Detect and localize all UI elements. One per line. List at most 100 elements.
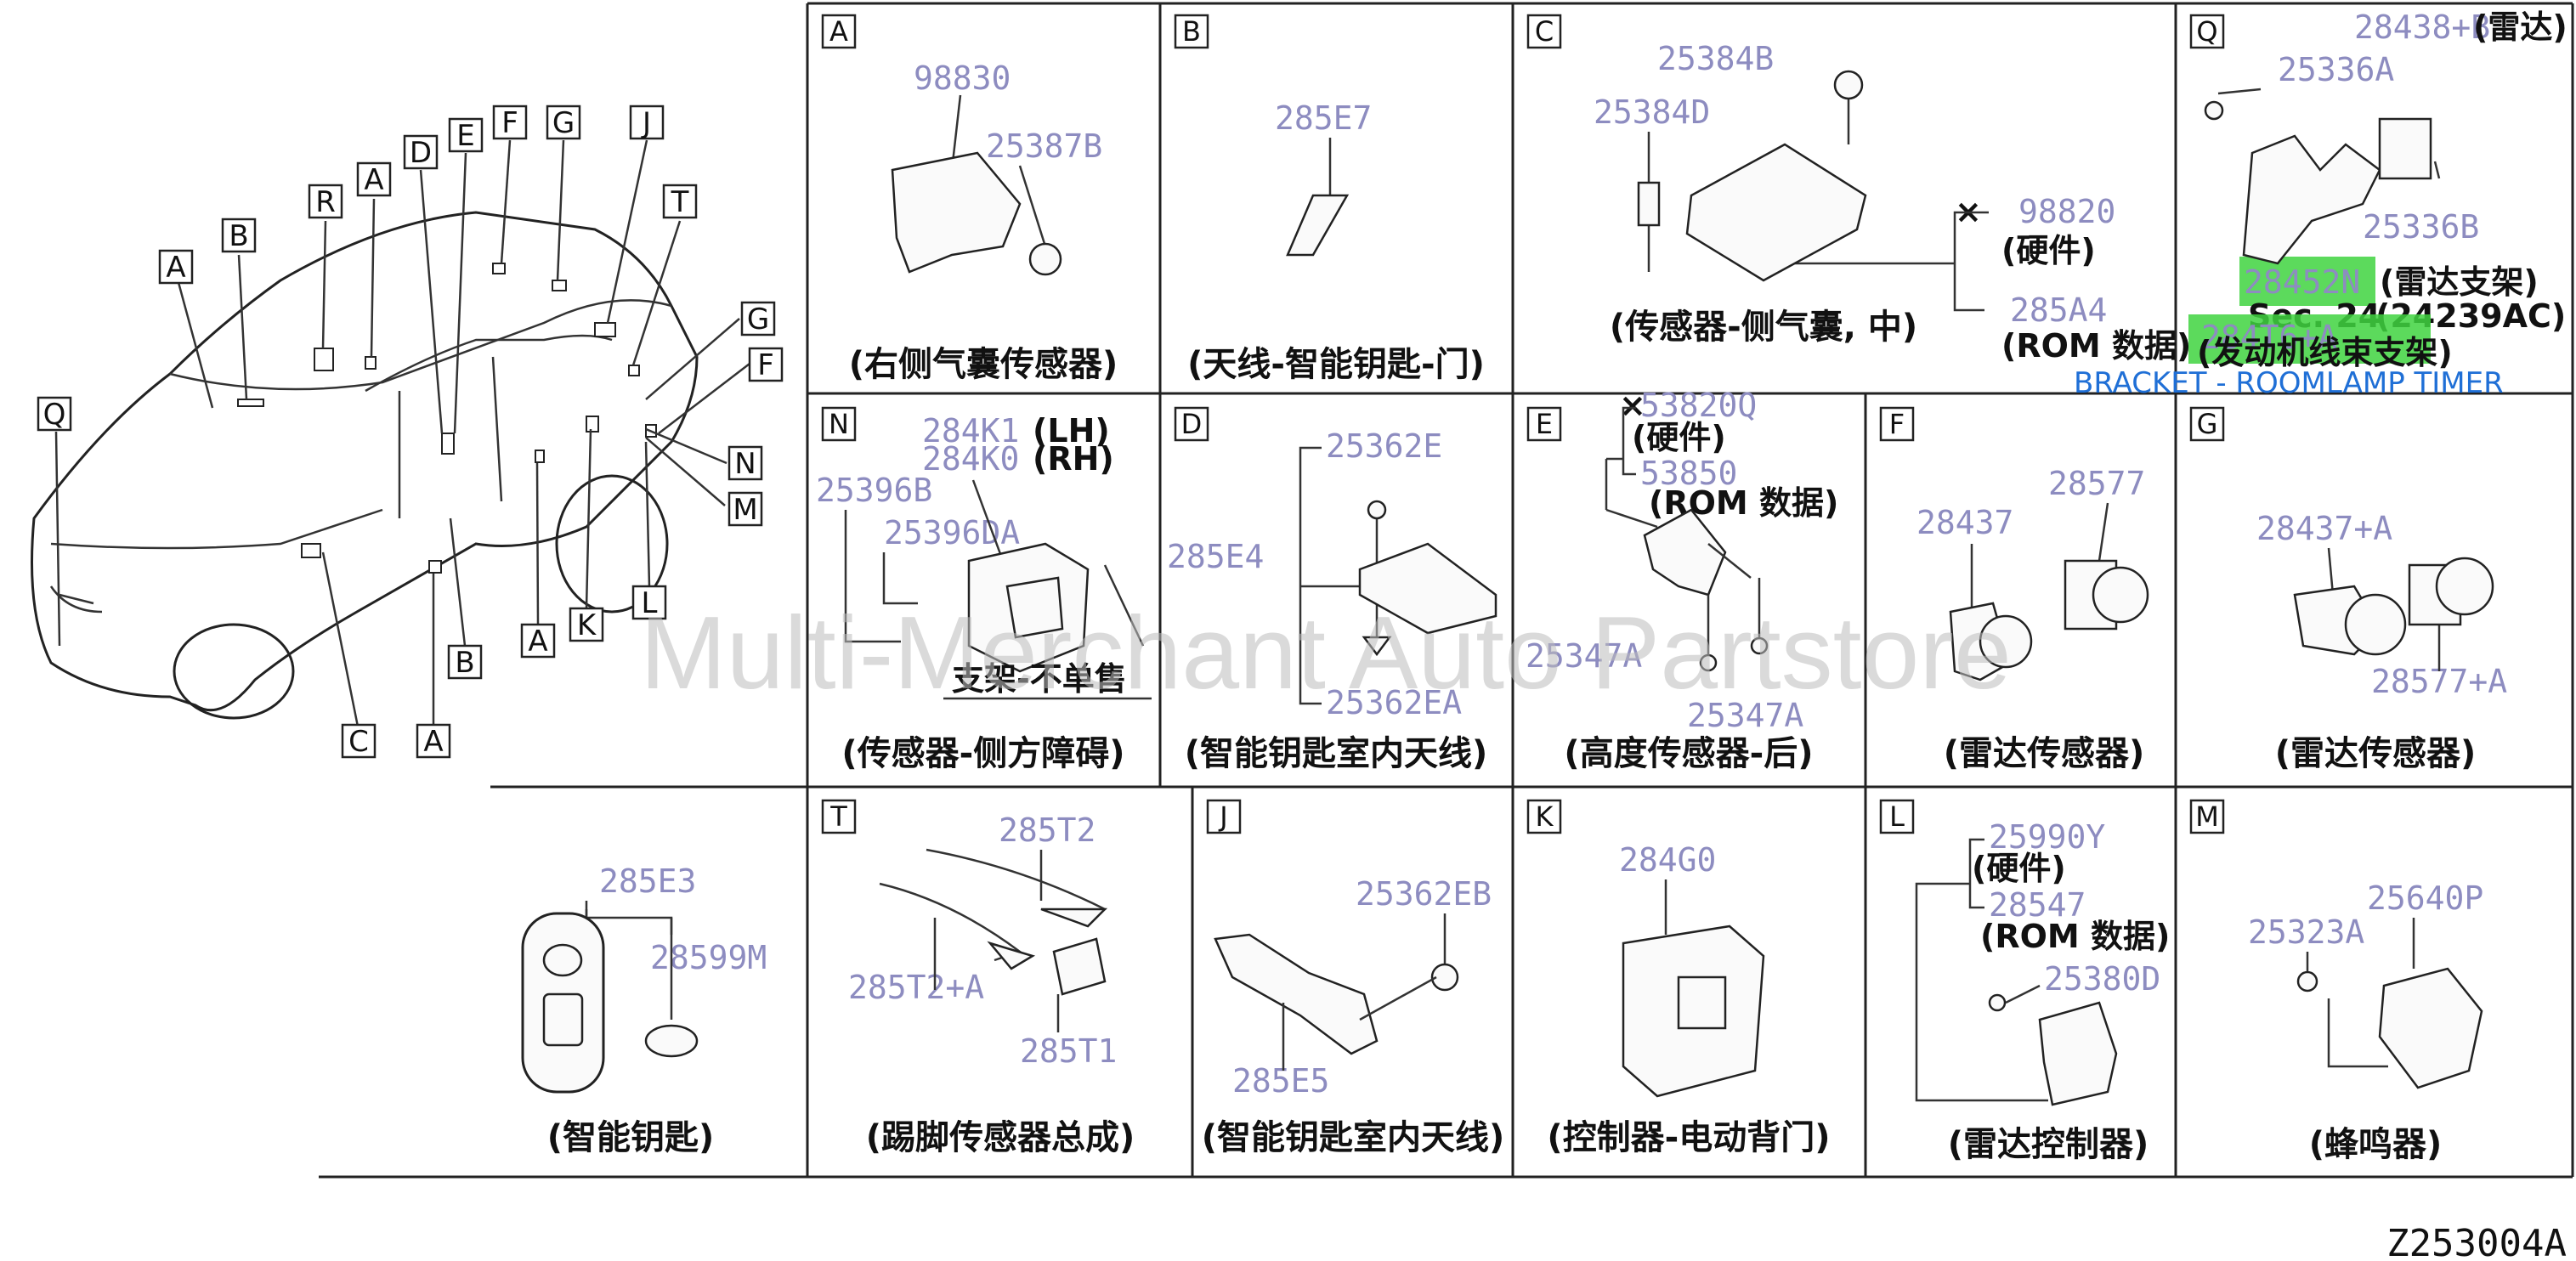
blue-bracket-roomlamp: BRACKET - ROOMLAMP TIMER [2074,366,2504,400]
part-28452n: 28452N [2244,263,2360,301]
part-25347a-1: 25347A [1526,637,1642,675]
cell-c-id: C [1535,15,1554,48]
part-285t2: 285T2 [999,811,1096,849]
cell-n: N 284K1 (LH) 284K0 (RH) 25396B 25396DA 支… [816,406,1152,773]
part-285e7: 285E7 [1275,99,1372,137]
cell-d-id: D [1181,408,1203,440]
car-label-a2: A [364,163,383,197]
part-28577: 28577 [2048,465,2145,502]
car-label-c: C [348,725,369,759]
rear-wheel [555,474,669,614]
car-part-markers [237,263,657,574]
part-25362ea: 25362EA [1326,684,1462,721]
part-25640p: 25640P [2367,879,2483,917]
buzzer-shape [2378,967,2483,1089]
height-sensor-shape [1643,508,1727,597]
highlight-284t6 [2188,314,2431,364]
part-25396da: 25396DA [884,514,1020,551]
part-284t6a: 284T6+A [2201,319,2337,356]
car-overview: A B R A D E F G J T G F N M [31,105,784,759]
part-25396b: 25396B [816,472,932,509]
cell-k-caption: (控制器-电动背门) [1547,1118,1830,1157]
car-label-e: E [456,119,474,153]
part-25323a: 25323A [2248,913,2364,951]
car-window-line [365,334,613,393]
part-25347a-2: 25347A [1687,697,1803,734]
note-q-radar: (雷达) [2473,8,2568,46]
kick-sensor-cable-lower [879,882,1022,962]
cell-smart-key: 285E3 28599M (智能钥匙) [521,862,767,1157]
cell-q: Q 28438+B (雷达) 25336A 25336B 28452N (雷达支… [2074,8,2568,400]
cell-q-id: Q [2196,15,2217,48]
cell-t-caption: (踢脚传感器总成) [866,1118,1135,1157]
cell-j-id: J [1218,800,1227,833]
kick-sensor-module-shape [1052,937,1107,996]
watermark: Multi-Merchant Auto Partstore [640,595,2012,710]
car-grille [49,585,103,614]
cell-m-id: M [2195,800,2219,833]
cell-a-caption: (右侧气囊传感器) [849,345,1118,384]
cell-a-id: A [829,15,848,48]
note-c-hardware: (硬件) [2001,232,2096,269]
note-l-rom: (ROM 数据) [1980,918,2170,955]
cell-t: T 285T2 285T2+A 285T1 (踢脚传感器总成) [821,799,1135,1157]
highlight-28452n [2239,257,2375,306]
note-n-lh: (LH) [1033,412,1110,450]
radar-controller-shape [2038,1001,2118,1106]
part-28437: 28437 [1916,504,2013,541]
car-label-k: K [577,608,597,642]
cell-l: L 25990Y (硬件) 28547 (ROM 数据) 25380D (雷达控… [1879,799,2170,1164]
note-e-hardware: (硬件) [1632,419,1726,456]
part-25990y: 25990Y [1989,818,2105,856]
part-284k1: 284K1 [922,412,1019,450]
part-285t2a: 285T2+A [848,969,984,1006]
part-25387b: 25387B [986,127,1102,165]
cell-j: J 25362EB 285E5 (智能钥匙室内天线) [1202,799,1504,1157]
note-l-hardware: (硬件) [1972,850,2066,887]
interior-antenna-shape [1358,542,1497,635]
part-25384d: 25384D [1594,93,1710,131]
part-285e5: 285E5 [1232,1062,1329,1100]
radar-bracket-shape [2242,134,2381,265]
part-285a4: 285A4 [2010,291,2107,329]
cell-key-caption: (智能钥匙) [547,1118,715,1157]
cell-n-caption: (传感器-侧方障碍) [841,734,1124,773]
cell-c-caption: (传感器-侧气囊, 中) [1610,308,1917,347]
diagram-code: Z253004A [2386,1222,2567,1261]
cell-b-caption: (天线-智能钥匙-门) [1187,345,1485,384]
door-antenna-shape [1286,194,1350,257]
cell-e: E × 53820Q (硬件) 53850 (ROM 数据) 25347A 25… [1526,387,1838,773]
cell-f-id: F [1889,408,1905,440]
part-25336b: 25336B [2363,208,2479,246]
side-airbag-sensor-shape [1685,143,1867,282]
cell-l-id: L [1889,800,1905,833]
car-label-a4: A [423,725,443,759]
car-label-f2: F [757,348,774,382]
part-98820: 98820 [2018,193,2115,230]
part-284g0: 284G0 [1619,841,1716,879]
car-label-leaders [54,139,750,732]
note-e-rom: (ROM 数据) [1649,484,1838,522]
cell-m-caption: (蜂鸣器) [2309,1125,2443,1164]
cell-c: C 25384B 25384D 98820 (硬件) 285A4 (ROM 数据… [1526,14,2191,365]
cell-g-id: G [2197,408,2218,440]
car-label-m: M [733,493,757,527]
car-label-f1: F [501,106,518,140]
key-battery-shape [644,1024,699,1058]
part-28438b: 28438+B [2354,8,2490,46]
note-q-radar-bracket: (雷达支架) [2380,263,2539,301]
note-c-rom: (ROM 数据) [2001,327,2191,365]
cell-e-caption: (高度传感器-后) [1564,734,1813,773]
part-25384b: 25384B [1657,40,1774,77]
part-284k0: 284K0 [922,440,1019,478]
car-label-q: Q [43,398,66,432]
car-body-outline [31,211,699,712]
part-53820q: 53820Q [1640,387,1757,424]
car-door-line [398,356,503,518]
part-53850: 53850 [1640,455,1737,492]
cell-g-caption: (雷达传感器) [2275,734,2477,773]
cell-g: G 28437+A 28577+A (雷达传感器) [2189,406,2507,773]
part-285t1: 285T1 [1020,1032,1117,1070]
car-label-n: N [734,447,756,481]
part-285e4: 285E4 [1167,538,1264,575]
